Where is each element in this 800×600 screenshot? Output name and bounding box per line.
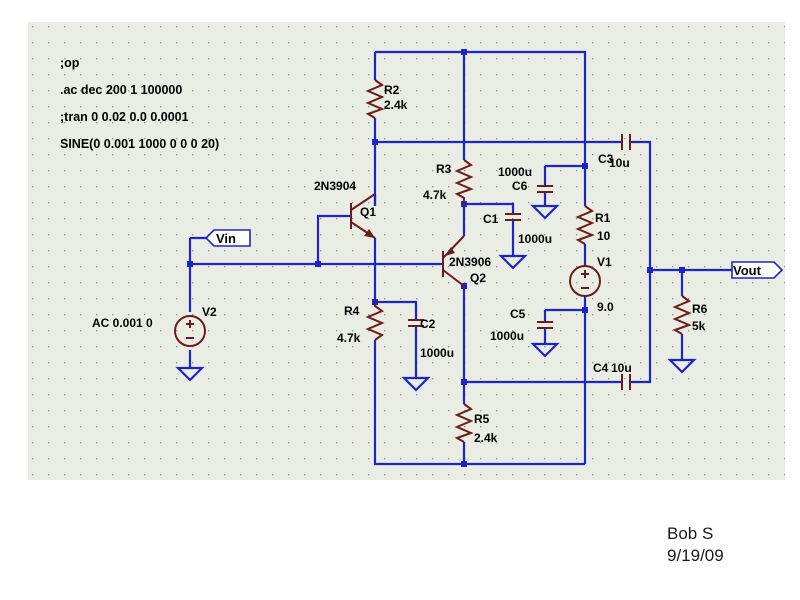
c2-name-label: C2 xyxy=(420,317,436,331)
v1-voltage-source-symbol[interactable] xyxy=(569,262,601,300)
v1-name-label: V1 xyxy=(597,255,612,269)
c6-capacitor-symbol[interactable] xyxy=(537,185,553,193)
ground-icon xyxy=(667,358,697,374)
v2-voltage-source-symbol[interactable] xyxy=(174,315,206,347)
c2-value-label: 1000u xyxy=(420,346,454,360)
directive-ac[interactable]: .ac dec 200 1 100000 xyxy=(60,83,182,97)
r6-resistor-symbol[interactable] xyxy=(672,295,692,335)
c3-capacitor-symbol[interactable] xyxy=(621,134,631,150)
q2-model-label: 2N3906 xyxy=(449,255,491,269)
signature-author: Bob S xyxy=(667,524,714,543)
directive-op[interactable]: ;op xyxy=(60,56,80,70)
c5-capacitor-symbol[interactable] xyxy=(537,321,553,329)
vout-flag-icon xyxy=(731,261,784,279)
q2-name-label: Q2 xyxy=(470,271,486,285)
r6-value-label: 5k xyxy=(692,319,706,333)
c2-capacitor-symbol[interactable] xyxy=(408,319,424,327)
vin-flag-label: Vin xyxy=(216,231,236,246)
wires xyxy=(188,50,732,466)
v2-name-label: V2 xyxy=(202,305,217,319)
c5-value-label: 1000u xyxy=(490,329,524,343)
q1-model-label: 2N3904 xyxy=(314,179,356,193)
r6-name-label: R6 xyxy=(692,302,708,316)
c3-value-label: 10u xyxy=(609,156,630,170)
r5-name-label: R5 xyxy=(474,412,490,426)
c6-name-label: C6 xyxy=(512,179,528,193)
ground-icon xyxy=(530,342,560,358)
ground-icon xyxy=(401,376,431,392)
r1-resistor-symbol[interactable] xyxy=(575,205,595,245)
ground-icon xyxy=(175,366,205,382)
q1-npn-transistor-symbol[interactable] xyxy=(340,193,377,239)
r2-resistor-symbol[interactable] xyxy=(365,79,385,119)
r4-value-label: 4.7k xyxy=(337,331,361,345)
c5-name-label: C5 xyxy=(510,307,526,321)
schematic-canvas[interactable]: Vin Vout ;op .ac dec 200 1 100000 ;tran … xyxy=(28,22,785,480)
vout-flag-label: Vout xyxy=(733,263,762,278)
c6-value-label: 1000u xyxy=(498,165,532,179)
r3-name-label: R3 xyxy=(436,162,452,176)
c4-name-label: C4 xyxy=(593,361,609,375)
c4-capacitor-symbol[interactable] xyxy=(621,374,631,390)
r5-resistor-symbol[interactable] xyxy=(454,403,474,443)
q2-pnp-transistor-symbol[interactable] xyxy=(437,235,465,287)
v1-value-label: 9.0 xyxy=(597,300,614,314)
c4-value-label: 10u xyxy=(611,361,632,375)
c1-capacitor-symbol[interactable] xyxy=(505,213,521,221)
r1-name-label: R1 xyxy=(595,211,611,225)
r1-value-label: 10 xyxy=(597,229,611,243)
r2-name-label: R2 xyxy=(384,83,400,97)
v2-value-label: AC 0.001 0 xyxy=(92,316,153,330)
r5-value-label: 2.4k xyxy=(474,431,498,445)
ground-icon xyxy=(498,254,528,270)
r4-resistor-symbol[interactable] xyxy=(365,302,385,341)
vin-flag-icon xyxy=(204,229,251,247)
r4-name-label: R4 xyxy=(344,304,360,318)
r3-resistor-symbol[interactable] xyxy=(454,159,474,204)
c1-name-label: C1 xyxy=(483,212,499,226)
r2-value-label: 2.4k xyxy=(384,98,408,112)
c1-value-label: 1000u xyxy=(518,232,552,246)
schematic-grid xyxy=(28,22,785,480)
q1-name-label: Q1 xyxy=(360,205,376,219)
r3-value-label: 4.7k xyxy=(423,188,447,202)
directive-tran[interactable]: ;tran 0 0.02 0.0 0.0001 xyxy=(60,110,189,124)
signature-date: 9/19/09 xyxy=(667,546,724,565)
c3-name-label: C3 xyxy=(598,152,614,166)
directive-sine[interactable]: SINE(0 0.001 1000 0 0 0 20) xyxy=(60,137,219,151)
ground-icon xyxy=(530,204,560,220)
